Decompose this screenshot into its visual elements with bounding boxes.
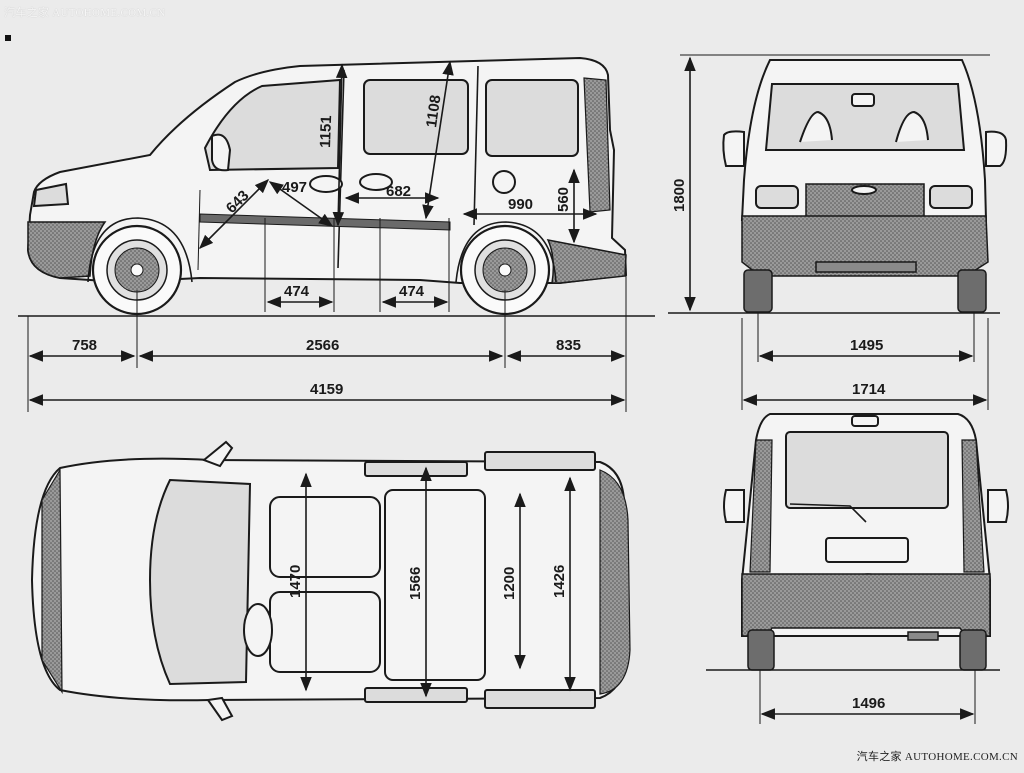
rear-view-mirror bbox=[851, 93, 875, 107]
top-roof-window-c bbox=[364, 687, 468, 703]
front-wheel bbox=[91, 224, 183, 316]
dim-front-opening: 474 bbox=[284, 283, 310, 300]
top-roof-window-b bbox=[484, 451, 596, 471]
side-mirror bbox=[211, 133, 232, 172]
rear-wheel-arch bbox=[455, 221, 557, 283]
top-mirror-left bbox=[202, 440, 234, 468]
rear-view: 1496 bbox=[706, 413, 1009, 724]
rear-wheel bbox=[459, 224, 551, 316]
front-wheel-arch bbox=[87, 217, 193, 283]
rear-bench bbox=[384, 489, 486, 681]
rear-left-mirror bbox=[723, 489, 745, 523]
dim-wheelbase: 2566 bbox=[306, 337, 339, 354]
watermark-top: 汽车之家 AUTOHOME.COM.CN bbox=[4, 7, 166, 19]
dim-front-door-height: 1151 bbox=[317, 115, 335, 148]
dim-overall-height: 1800 bbox=[671, 179, 688, 212]
front-seat-left bbox=[269, 496, 381, 578]
rear-bumper-face bbox=[741, 573, 991, 637]
front-seat-silhouette bbox=[309, 175, 343, 193]
dim-cabin-width-front: 1470 bbox=[287, 565, 304, 598]
dim-line-1108 bbox=[422, 60, 454, 220]
front-view: 1800 1495 1714 bbox=[668, 54, 1008, 410]
rear-right-pillar bbox=[961, 439, 985, 573]
side-view: 1151 1108 643 497 682 990 560 474 474 bbox=[18, 56, 655, 412]
dim-front-overhang: 758 bbox=[72, 337, 97, 354]
sliding-door-window bbox=[363, 79, 469, 155]
top-view: 1470 1566 1200 1426 bbox=[30, 440, 631, 722]
rear-bumper bbox=[546, 238, 627, 284]
number-plate bbox=[825, 537, 909, 563]
rear-pillar bbox=[583, 77, 611, 213]
dim-sliding-door-height: 1108 bbox=[423, 94, 444, 129]
dim-load-width-arches: 1200 bbox=[501, 567, 518, 600]
front-right-mirror bbox=[985, 130, 1008, 167]
top-roof-window-d bbox=[484, 689, 596, 709]
driver-headrest bbox=[799, 110, 833, 143]
dim-line-497 bbox=[268, 181, 334, 227]
dim-sliding-door-width: 682 bbox=[386, 183, 411, 200]
dim-load-sill-height: 560 bbox=[555, 187, 572, 212]
dim-overall-length: 4159 bbox=[310, 381, 343, 398]
dim-line-643 bbox=[198, 178, 270, 250]
top-mirror-right bbox=[206, 696, 234, 722]
steering-wheel bbox=[243, 603, 273, 657]
front-bumper bbox=[27, 221, 107, 279]
front-left-tyre bbox=[743, 269, 773, 313]
dim-front-track: 1495 bbox=[850, 337, 883, 354]
dim-cabin-width-rear: 1566 bbox=[407, 567, 424, 600]
front-seat-right bbox=[269, 591, 381, 673]
dim-line-1151 bbox=[332, 63, 348, 227]
top-rear-bumper bbox=[599, 469, 631, 695]
front-left-mirror bbox=[722, 130, 745, 167]
passenger-headrest bbox=[895, 110, 929, 143]
rear-window bbox=[785, 431, 949, 509]
fuel-cap bbox=[492, 170, 516, 194]
right-headlamp bbox=[929, 185, 973, 209]
dim-sliding-opening: 474 bbox=[399, 283, 425, 300]
exhaust bbox=[907, 631, 939, 641]
headlamp bbox=[32, 182, 70, 208]
dim-overall-width: 1714 bbox=[852, 381, 886, 398]
top-front-bumper bbox=[41, 467, 63, 695]
front-lower-intake bbox=[815, 261, 917, 273]
rear-seat-silhouette bbox=[359, 173, 393, 191]
dim-seat-to-door: 497 bbox=[282, 179, 307, 196]
top-windscreen bbox=[148, 478, 252, 686]
dim-rear-track: 1496 bbox=[852, 695, 885, 712]
rear-side-window bbox=[485, 79, 579, 157]
corner-mark bbox=[5, 35, 11, 41]
dim-rear-opening-width: 990 bbox=[508, 196, 533, 213]
left-headlamp bbox=[755, 185, 799, 209]
rear-right-tyre bbox=[959, 629, 987, 671]
top-roof-window-a bbox=[364, 461, 468, 477]
rear-brake-light bbox=[851, 415, 879, 427]
c-pillar-line bbox=[473, 65, 479, 226]
rear-right-mirror bbox=[987, 489, 1009, 523]
watermark-bottom: 汽车之家 AUTOHOME.COM.CN bbox=[856, 751, 1018, 763]
front-right-tyre bbox=[957, 269, 987, 313]
rear-left-tyre bbox=[747, 629, 775, 671]
rear-wiper bbox=[789, 503, 867, 523]
dim-rear-overhang: 835 bbox=[556, 337, 581, 354]
front-badge bbox=[851, 185, 877, 195]
rear-left-pillar bbox=[749, 439, 773, 573]
dim-load-width-max: 1426 bbox=[551, 565, 568, 598]
